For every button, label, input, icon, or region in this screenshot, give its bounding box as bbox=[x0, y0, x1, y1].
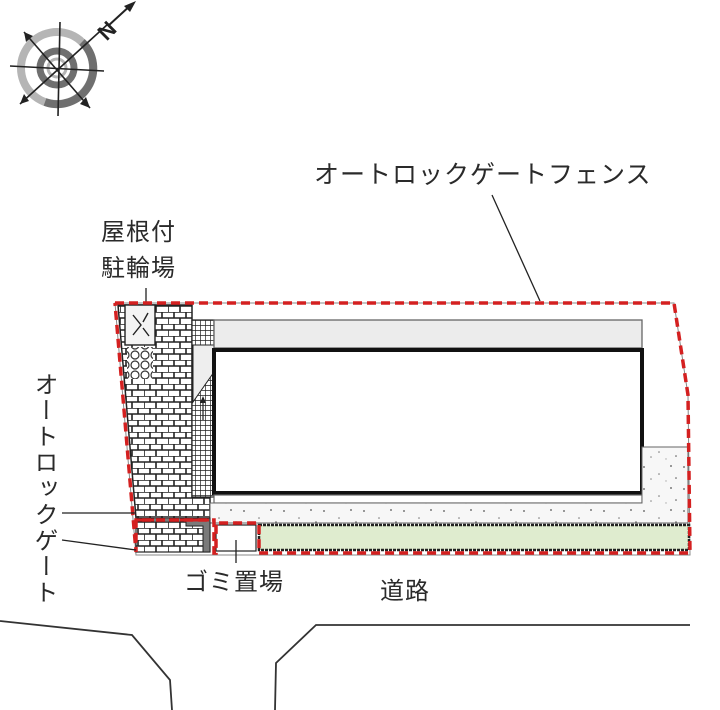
road-edge-left bbox=[0, 620, 173, 710]
bicycle-parking-label-line1: 屋根付 bbox=[101, 218, 176, 246]
road-edge-right bbox=[274, 624, 690, 710]
corridor bbox=[213, 319, 643, 349]
building bbox=[212, 348, 644, 495]
north-label: N bbox=[93, 16, 122, 45]
gate-leader-line-2 bbox=[61, 539, 137, 551]
fence-label: オートロックゲートフェンス bbox=[314, 160, 652, 189]
compass-rose-icon: N bbox=[9, 1, 136, 117]
fence-leader-line bbox=[491, 194, 541, 302]
road-label: 道路 bbox=[380, 577, 430, 605]
bicycle-rack bbox=[127, 347, 153, 379]
autolock-gate-label: オートロックゲート bbox=[30, 372, 58, 606]
autolock-gate[interactable] bbox=[185, 517, 211, 553]
planting-strip bbox=[257, 523, 691, 552]
bicycle-parking bbox=[124, 304, 156, 346]
garbage-label: ゴミ置場 bbox=[184, 568, 284, 596]
bicycle-parking-label-line2: 駐輪場 bbox=[101, 254, 176, 282]
